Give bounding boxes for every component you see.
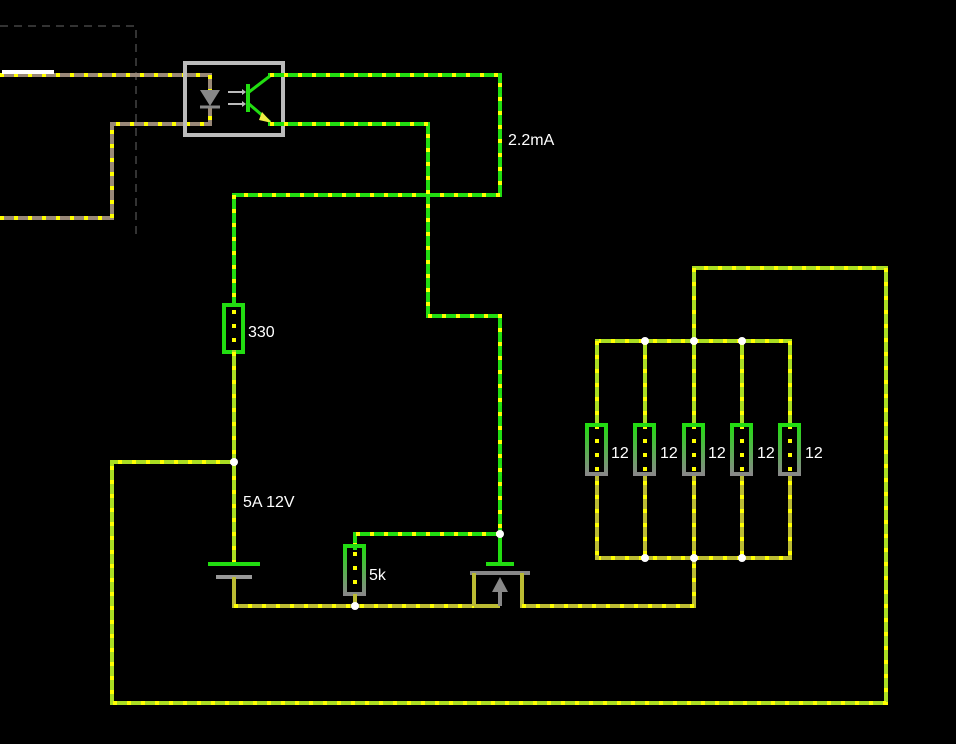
gate-wire[interactable]	[353, 532, 502, 564]
subcircuit-boundary	[0, 25, 137, 236]
opto-input-wires[interactable]	[0, 70, 212, 220]
load-resistor-label: 12	[708, 445, 726, 462]
mosfet-arrow-icon	[492, 577, 508, 592]
load-resistor[interactable]	[730, 339, 753, 560]
junction-nodes	[230, 337, 746, 610]
resistor-330[interactable]	[222, 303, 245, 354]
load-resistor[interactable]	[778, 339, 801, 560]
drain-wire[interactable]	[520, 556, 696, 608]
emitter-arrow-icon	[259, 112, 272, 123]
resistor-5k-label: 5k	[369, 567, 387, 584]
supply-loop-wire[interactable]	[110, 266, 888, 705]
battery[interactable]	[208, 460, 260, 606]
load-resistor[interactable]	[585, 339, 608, 560]
battery-label: 5A 12V	[243, 494, 295, 511]
load-resistor-label: 12	[660, 445, 678, 462]
load-resistor[interactable]	[682, 339, 705, 560]
optocoupler[interactable]	[183, 61, 285, 137]
current-label: 2.2mA	[508, 132, 555, 149]
load-resistor-label: 12	[757, 445, 775, 462]
led-icon	[200, 90, 220, 106]
resistor-5k[interactable]	[343, 544, 366, 606]
load-resistor[interactable]	[633, 339, 656, 560]
collector-wire[interactable]	[232, 73, 502, 307]
mosfet[interactable]	[470, 562, 530, 608]
resistor-330-label: 330	[248, 324, 275, 341]
emitter-wire[interactable]	[268, 122, 502, 536]
load-resistor-label: 12	[611, 445, 629, 462]
load-resistor-label: 12	[805, 445, 823, 462]
